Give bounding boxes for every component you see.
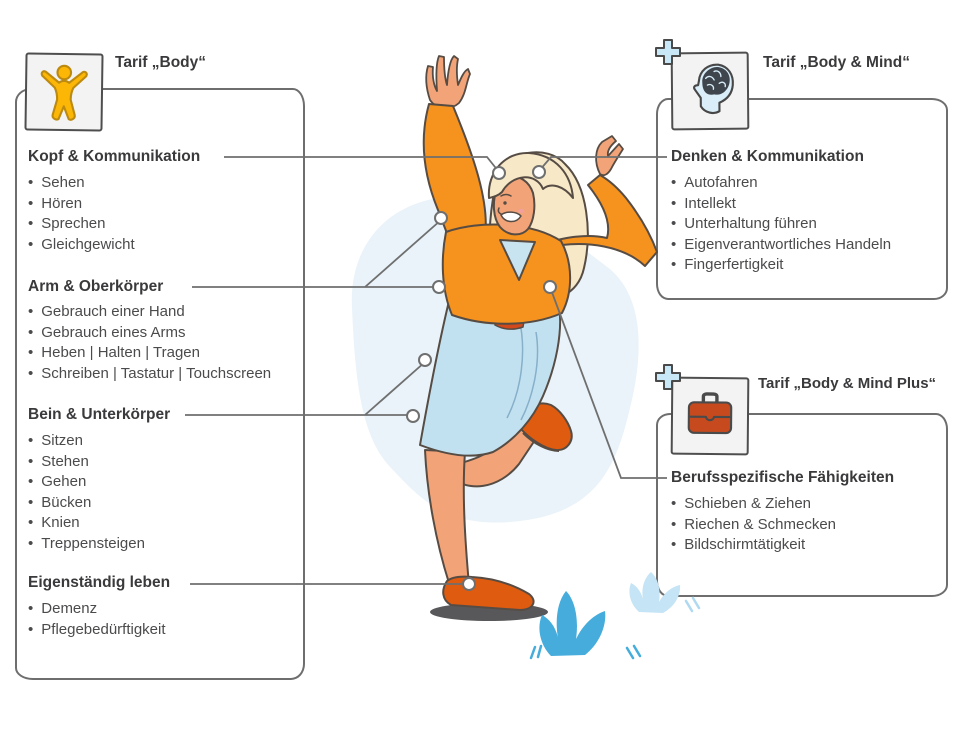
plant-blue (539, 591, 606, 656)
list-item: Gebrauch einer Hand (28, 302, 293, 323)
connector-dot (434, 211, 448, 225)
plus-icon (655, 364, 681, 390)
list-item: Stehen (28, 452, 293, 473)
list-item: Unterhaltung führen (671, 214, 936, 235)
list-item: Pflegebedürftigkeit (28, 620, 293, 641)
list-item: Gehen (28, 472, 293, 493)
icon-box-body-mind (670, 51, 750, 131)
person-arms-up-icon (40, 64, 88, 121)
kicked-leg (446, 419, 538, 488)
connector-dot (492, 166, 506, 180)
left-hand (425, 55, 471, 109)
briefcase-icon (687, 392, 733, 435)
tarif-body-mind-plus-title: Tarif „Body & Mind Plus“ (758, 375, 937, 392)
connector-dot (532, 165, 546, 179)
icon-box-body-mind-plus (670, 376, 750, 456)
list-item: Knien (28, 513, 293, 534)
panel-tarif-body-mind: Denken & Kommunikation Autofahren Intell… (656, 98, 948, 300)
list-item: Fingerfertigkeit (671, 255, 936, 276)
section-heading-kopf-kommunikation: Kopf & Kommunikation (28, 148, 201, 165)
section-heading-bein-unterkoerper: Bein & Unterkörper (28, 406, 171, 423)
right-hand (595, 135, 624, 177)
section-heading-denken-kommunikation: Denken & Kommunikation (671, 148, 864, 165)
list-kopf-kommunikation: Sehen Hören Sprechen Gleichgewicht (28, 173, 293, 255)
list-arm-oberkoerper: Gebrauch einer Hand Gebrauch eines Arms … (28, 302, 293, 384)
connector-berufsspezifisch (549, 286, 667, 479)
connector-dots (406, 165, 557, 591)
standing-shoe (442, 575, 535, 611)
list-eigenstaendig-leben: Demenz Pflegebedürftigkeit (28, 599, 293, 640)
section-heading-berufsspezifische-faehigkeiten: Berufsspezifische Fähigkeiten (671, 469, 895, 486)
list-item: Sprechen (28, 214, 293, 235)
face (492, 175, 536, 236)
list-item: Gleichgewicht (28, 235, 293, 256)
list-item: Treppensteigen (28, 534, 293, 555)
top-back-accent (494, 308, 527, 330)
connector-dot (543, 280, 557, 294)
skirt (419, 300, 562, 457)
hair-back (488, 151, 589, 300)
list-item: Demenz (28, 599, 293, 620)
section-heading-arm-oberkoerper: Arm & Oberkörper (28, 278, 164, 295)
background-blob (351, 196, 639, 523)
tarif-body-mind-title: Tarif „Body & Mind“ (763, 54, 910, 71)
vneck-shirt (499, 239, 536, 281)
list-berufsspezifische-faehigkeiten: Schieben & Ziehen Riechen & Schmecken Bi… (671, 494, 936, 556)
right-arm-sleeve (544, 174, 658, 267)
list-item: Riechen & Schmecken (671, 515, 936, 536)
list-item: Autofahren (671, 173, 936, 194)
sweater-torso (441, 223, 572, 325)
list-bein-unterkoerper: Sitzen Stehen Gehen Bücken Knien Treppen… (28, 431, 293, 554)
ground-shadow (430, 603, 548, 621)
tarif-body-title: Tarif „Body“ (115, 54, 206, 71)
list-item: Heben | Halten | Tragen (28, 343, 293, 364)
list-item: Bücken (28, 493, 293, 514)
list-item: Hören (28, 194, 293, 215)
connector-dot (406, 409, 420, 423)
list-item: Schieben & Ziehen (671, 494, 936, 515)
head-brain-icon (693, 63, 734, 115)
section-heading-eigenstaendig-leben: Eigenständig leben (28, 574, 171, 591)
list-item: Intellekt (671, 194, 936, 215)
connector-dot (432, 280, 446, 294)
list-item: Sehen (28, 173, 293, 194)
list-item: Schreiben | Tastatur | Touchscreen (28, 364, 293, 385)
panel-tarif-body: Kopf & Kommunikation Sehen Hören Spreche… (15, 88, 305, 680)
list-item: Bildschirmtätigkeit (671, 535, 936, 556)
list-item: Eigenverantwortliches Handeln (671, 235, 936, 256)
connector-dot (418, 353, 432, 367)
smile (500, 211, 522, 223)
left-arm-sleeve (422, 103, 487, 243)
icon-box-body (24, 52, 104, 132)
connector-dot (462, 577, 476, 591)
list-item: Sitzen (28, 431, 293, 452)
standing-leg (424, 449, 470, 586)
plus-icon (655, 39, 681, 65)
hair-front (487, 151, 574, 199)
list-denken-kommunikation: Autofahren Intellekt Unterhaltung führen… (671, 173, 936, 276)
kicked-shoe (520, 402, 573, 452)
connector-denken-kommunikation (538, 156, 667, 172)
list-item: Gebrauch eines Arms (28, 323, 293, 344)
